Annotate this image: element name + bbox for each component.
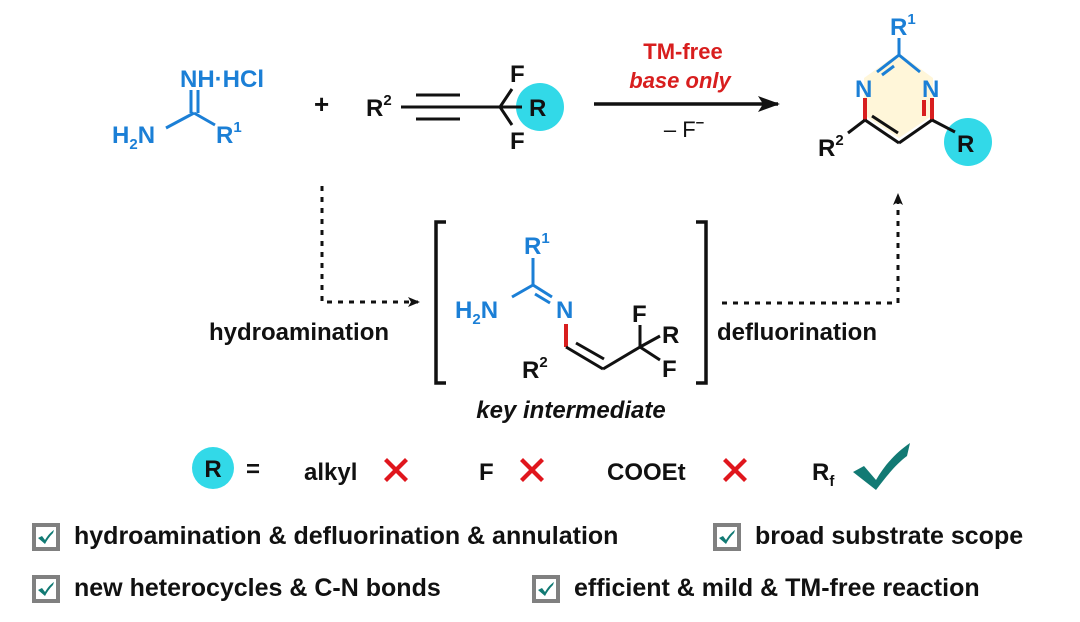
scope-equals: = [246,456,260,483]
int-cn-bond [511,283,534,299]
int-ch2-bond [602,345,641,371]
checkmark-icon [719,529,735,544]
r-scope-row: R = alkyl F COOEt Rf [192,443,910,490]
product-r: R [957,131,974,158]
reaction-arrow: TM-free base only – F– [594,39,780,142]
product-r1: R1 [890,11,916,41]
feature-label: hydroamination & defluorination & annula… [74,522,619,550]
alkyne-r2: R2 [366,92,392,122]
cf-bond-bottom [498,106,514,126]
int-imine-double [534,292,551,305]
amidine-bond-right [193,111,216,127]
key-intermediate-caption: key intermediate [476,397,665,424]
bracket-right [696,220,708,385]
defluorination-arrow [722,193,903,305]
checkmark-icon [853,443,910,490]
checkmark-icon [38,529,54,544]
product-n-right: N [922,76,939,103]
c-r2-bond [847,118,866,135]
scope-r-label: R [204,456,221,483]
scope-item-f: F [479,459,494,486]
ring-fill [864,53,933,138]
step-defluorination: defluorination [717,319,877,346]
pathway-arrows: hydroamination defluorination [209,186,903,346]
int-cf-bond-bottom [639,345,661,362]
amidine-nh-hcl: NH·HCl [180,66,264,93]
checkbox[interactable] [32,574,60,603]
cf-bond-top [498,88,514,108]
feature-item: efficient & mild & TM-free reaction [532,574,980,603]
product-r2: R2 [818,132,844,162]
int-f-bottom: F [662,356,677,383]
cross-icon [384,458,408,482]
feature-item: hydroamination & defluorination & annula… [32,522,618,551]
product-r-highlight [944,118,992,166]
int-r2: R2 [522,354,548,384]
int-nh2: H2N [455,297,498,328]
int-f-top: F [632,301,647,328]
condition-base-only: base only [629,68,732,93]
pyrimidine-product: R1 N N R2 R [818,11,992,166]
scope-item-rf: Rf [812,459,835,490]
cn-bond-right [898,53,921,74]
key-intermediate: R1 H2N N R2 F R F key intermediate [455,230,679,424]
int-cr-bond [639,334,661,349]
condition-minus-fluoride: – F– [664,114,704,142]
scope-item-alkyl: alkyl [304,459,357,486]
alkyne-f-bottom: F [510,128,525,155]
amidine-r1: R1 [216,119,242,149]
hydroamination-arrow [320,186,420,307]
checkmark-icon [38,581,54,596]
r-highlight-circle [516,83,564,131]
cn-bond-left [876,53,900,74]
plus-sign: + [314,89,329,119]
checkbox[interactable] [713,522,741,551]
feature-item: new heterocycles & C-N bonds [32,574,441,603]
int-imine-n: N [556,297,573,324]
condition-tm-free: TM-free [643,39,722,64]
feature-label: efficient & mild & TM-free reaction [574,574,980,602]
int-cc-double [575,341,605,361]
alkyne-f-top: F [510,61,525,88]
int-imine-bond [532,283,553,299]
amidine-reactant: NH·HCl H2N R1 [112,66,264,153]
feature-item: broad substrate scope [713,522,1023,551]
cross-icon [520,458,544,482]
cc-bond-left [864,118,900,145]
cross-icon [723,458,747,482]
product-n-left: N [855,76,872,103]
feature-label: broad substrate scope [755,522,1024,550]
scope-item-cooet: COOEt [607,459,686,486]
cn-double-left [881,64,895,77]
cc-double-left [871,114,899,135]
int-cc-bond [565,345,604,371]
amidine-nh2: H2N [112,122,155,153]
int-r: R [662,322,679,349]
checkbox[interactable] [32,522,60,551]
cc-bond-right [898,118,933,145]
alkyne-reactant: R2 F F R [366,61,564,155]
c-r-bond [931,118,956,134]
feature-label: new heterocycles & C-N bonds [74,574,441,602]
step-hydroamination: hydroamination [209,319,389,346]
int-r1: R1 [524,230,550,260]
bracket-left [434,220,446,385]
amidine-bond-left [165,111,195,130]
alkyne-r: R [529,95,546,122]
checkbox[interactable] [532,574,560,603]
scope-r-circle [192,447,234,489]
checkmark-icon [538,581,554,596]
